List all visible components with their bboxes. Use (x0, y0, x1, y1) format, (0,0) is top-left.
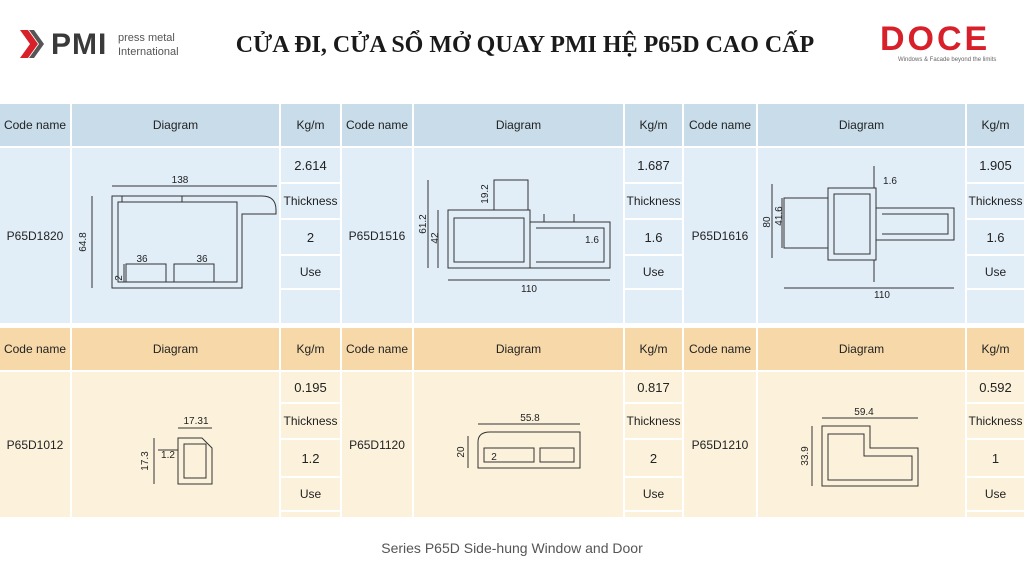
dim-label: 36 (196, 254, 208, 265)
use-label: Use (967, 478, 1024, 510)
diagram-cell: 1.6 80 41.6 110 (758, 148, 965, 323)
dim-label: 36 (136, 254, 148, 265)
doce-logo: DOCE Windows & Facade beyond the limits (880, 22, 1010, 72)
profile-diagram-p65d1616: 1.6 80 41.6 110 (762, 166, 955, 301)
dim-label: 59.4 (854, 407, 874, 418)
page-header: PMI press metal International CỬA ĐI, CỬ… (0, 0, 1024, 100)
thickness-value: 2 (281, 220, 340, 254)
header-kg-5: Kg/m (625, 328, 682, 370)
dim-label: 55.8 (520, 413, 540, 424)
use-value (625, 512, 682, 517)
use-value (625, 290, 682, 323)
code-cell: P65D1516 (342, 148, 412, 323)
dim-label: 42 (430, 232, 441, 244)
header-kg-1: Kg/m (281, 104, 340, 146)
diagram-cell: 17.31 17.3 1.2 (72, 372, 279, 517)
code-cell: P65D1012 (0, 372, 70, 517)
dim-label: 2 (114, 275, 125, 281)
pmi-logo-mark-icon (20, 30, 44, 58)
pmi-logo: PMI press metal International (20, 26, 190, 66)
dim-label: 138 (172, 175, 189, 186)
pmi-logo-line2: International (118, 46, 179, 58)
dim-label: 1.6 (585, 235, 599, 246)
dim-label: 20 (456, 446, 467, 458)
header-code-3: Code name (684, 104, 756, 146)
use-value (967, 512, 1024, 517)
thickness-value: 1.6 (625, 220, 682, 254)
header-kg-3: Kg/m (967, 104, 1024, 146)
code-cell: P65D1210 (684, 372, 756, 517)
header-code-5: Code name (342, 328, 412, 370)
use-label: Use (625, 256, 682, 288)
header-kg-2: Kg/m (625, 104, 682, 146)
kg-value: 0.817 (625, 372, 682, 402)
use-value (281, 512, 340, 517)
header-diagram-4: Diagram (72, 328, 279, 370)
header-diagram-5: Diagram (414, 328, 623, 370)
header-code-2: Code name (342, 104, 412, 146)
use-label: Use (625, 478, 682, 510)
thickness-label: Thickness (281, 184, 340, 218)
dim-label: 41.6 (774, 206, 785, 226)
thickness-label: Thickness (967, 404, 1024, 438)
diagram-cell: 138 64.8 36 36 2 (72, 148, 279, 323)
dim-label: 64.8 (78, 232, 89, 252)
kg-value: 0.592 (967, 372, 1024, 402)
dim-label: 17.3 (140, 451, 151, 471)
diagram-cell: 59.4 33.9 (758, 372, 965, 517)
diagram-cell: 55.8 20 2 (414, 372, 623, 517)
kg-value: 1.905 (967, 148, 1024, 182)
kg-value: 2.614 (281, 148, 340, 182)
profile-diagram-p65d1120: 55.8 20 2 (456, 413, 581, 469)
thickness-value: 1.6 (967, 220, 1024, 254)
kg-value: 1.687 (625, 148, 682, 182)
dim-label: 19.2 (480, 184, 491, 204)
header-diagram-6: Diagram (758, 328, 965, 370)
dim-label: 33.9 (800, 446, 811, 466)
diagram-cell: 19.2 61.2 42 1.6 110 (414, 148, 623, 323)
pmi-logo-line1: press metal (118, 32, 175, 44)
header-diagram-1: Diagram (72, 104, 279, 146)
header-kg-6: Kg/m (967, 328, 1024, 370)
thickness-label: Thickness (967, 184, 1024, 218)
thickness-value: 1.2 (281, 440, 340, 476)
profile-diagram-p65d1012: 17.31 17.3 1.2 (140, 416, 213, 485)
doce-logo-tagline: Windows & Facade beyond the limits (898, 57, 997, 63)
thickness-value: 2 (625, 440, 682, 476)
use-value (281, 290, 340, 323)
header-diagram-3: Diagram (758, 104, 965, 146)
code-cell: P65D1820 (0, 148, 70, 323)
code-cell: P65D1120 (342, 372, 412, 517)
profile-diagram-p65d1516: 19.2 61.2 42 1.6 110 (418, 179, 611, 295)
pmi-logo-word: PMI (51, 28, 108, 61)
footer-caption: Series P65D Side-hung Window and Door (381, 540, 643, 556)
dim-label: 1.2 (161, 450, 175, 461)
thickness-label: Thickness (625, 184, 682, 218)
profile-diagram-p65d1210: 59.4 33.9 (800, 407, 919, 487)
use-label: Use (967, 256, 1024, 288)
thickness-label: Thickness (625, 404, 682, 438)
header-code-1: Code name (0, 104, 70, 146)
thickness-label: Thickness (281, 404, 340, 438)
header-kg-4: Kg/m (281, 328, 340, 370)
thickness-value: 1 (967, 440, 1024, 476)
dim-label: 2 (491, 452, 497, 463)
header-code-6: Code name (684, 328, 756, 370)
doce-logo-word: DOCE (880, 20, 991, 58)
page-title: CỬA ĐI, CỬA SỔ MỞ QUAY PMI HỆ P65D CAO C… (235, 32, 815, 58)
use-label: Use (281, 478, 340, 510)
dim-label: 110 (521, 284, 537, 295)
dim-label: 17.31 (183, 416, 208, 427)
dim-label: 1.6 (883, 176, 897, 187)
dim-label: 80 (762, 216, 773, 228)
dim-label: 110 (874, 290, 890, 301)
header-diagram-2: Diagram (414, 104, 623, 146)
header-code-4: Code name (0, 328, 70, 370)
kg-value: 0.195 (281, 372, 340, 402)
dim-label: 61.2 (418, 214, 429, 234)
use-value (967, 290, 1024, 323)
code-cell: P65D1616 (684, 148, 756, 323)
use-label: Use (281, 256, 340, 288)
profile-diagram-p65d1820: 138 64.8 36 36 2 (78, 175, 277, 289)
